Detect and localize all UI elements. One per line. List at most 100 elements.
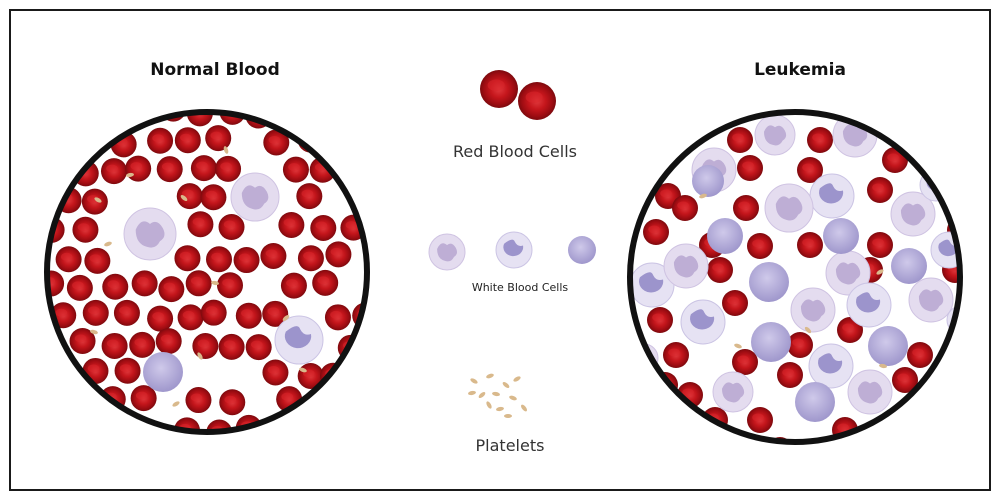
platelet <box>734 343 742 349</box>
red-blood-cell <box>663 342 689 368</box>
red-blood-cell <box>643 219 669 245</box>
red-blood-cell <box>672 195 698 221</box>
red-blood-cell <box>200 299 227 326</box>
red-blood-cell <box>480 70 518 108</box>
white-blood-cell <box>143 352 183 392</box>
platelet <box>282 315 290 321</box>
platelet <box>211 280 219 286</box>
red-blood-cell <box>296 183 323 210</box>
red-blood-cell <box>282 156 309 183</box>
red-blood-cell <box>235 302 262 329</box>
white-blood-cell <box>764 183 814 233</box>
red-blood-cell <box>262 300 289 327</box>
platelet <box>879 363 887 369</box>
red-blood-cell <box>205 125 232 152</box>
white-blood-cell <box>823 218 859 254</box>
platelet <box>513 376 521 382</box>
red-blood-cell <box>131 270 158 297</box>
platelet <box>699 193 707 199</box>
red-blood-cell <box>233 247 260 274</box>
platelet <box>172 401 180 407</box>
platelets-label: Platelets <box>475 436 545 455</box>
platelet <box>126 172 134 178</box>
red-blood-cell <box>219 389 246 416</box>
red-blood-cell <box>114 357 141 384</box>
platelet <box>521 404 527 412</box>
red-blood-cell <box>312 269 339 296</box>
white-blood-cell <box>808 343 854 389</box>
platelet <box>804 326 812 334</box>
red-blood-cell <box>101 332 128 359</box>
red-blood-cell <box>892 367 918 393</box>
platelet <box>94 197 102 203</box>
red-blood-cell <box>100 158 127 185</box>
red-blood-cell <box>217 272 244 299</box>
white-blood-cell <box>568 236 596 264</box>
red-blood-cell <box>72 216 99 243</box>
white-blood-cell <box>274 315 324 365</box>
white-blood-cell <box>707 218 743 254</box>
white-blood-cell <box>891 248 927 284</box>
white-blood-cell <box>847 369 893 415</box>
white-blood-cell <box>712 371 754 413</box>
red-blood-cell <box>733 195 759 221</box>
red-blood-cell <box>84 247 111 274</box>
red-blood-cell <box>102 273 129 300</box>
white-blood-cell <box>795 382 835 422</box>
red-blood-cell <box>280 272 307 299</box>
normal-blood-title: Normal Blood <box>150 60 280 80</box>
red-blood-cell <box>797 157 823 183</box>
platelet-icon <box>468 373 527 418</box>
red-blood-cell <box>747 407 773 433</box>
platelet <box>876 269 884 275</box>
white-blood-cell <box>751 322 791 362</box>
red-blood-cell <box>807 127 833 153</box>
red-blood-cell <box>737 155 763 181</box>
platelet <box>180 195 188 201</box>
red-blood-cell <box>218 214 245 241</box>
red-blood-cell <box>310 214 337 241</box>
red-blood-cell <box>206 246 233 273</box>
white-blood-cell <box>692 165 724 197</box>
red-blood-cell <box>245 334 272 361</box>
red-blood-cells-label: Red Blood Cells <box>453 142 577 161</box>
platelet <box>90 329 98 335</box>
red-blood-cell <box>732 349 758 375</box>
red-blood-cell <box>518 82 556 120</box>
platelet <box>486 373 494 379</box>
red-blood-cell <box>324 304 351 331</box>
red-blood-cell <box>129 331 156 358</box>
white-blood-cell <box>680 299 726 345</box>
platelet <box>478 392 486 398</box>
red-blood-cell <box>66 274 93 301</box>
platelet <box>504 414 512 418</box>
red-blood-cell <box>727 127 753 153</box>
red-blood-cell <box>55 246 82 273</box>
red-blood-cell <box>174 127 201 154</box>
red-blood-cell <box>82 299 109 326</box>
red-blood-cell <box>176 183 203 210</box>
white-blood-cell <box>749 262 789 302</box>
platelet <box>468 390 476 396</box>
red-blood-cell <box>647 307 673 333</box>
platelet <box>197 352 203 360</box>
white-blood-cell <box>868 326 908 366</box>
platelet <box>492 391 500 397</box>
red-blood-cell <box>722 290 748 316</box>
platelet <box>223 146 229 154</box>
red-blood-cell <box>297 245 324 272</box>
red-blood-cell <box>260 242 287 269</box>
red-blood-cell <box>907 342 933 368</box>
red-blood-cell <box>155 328 182 355</box>
red-blood-cell <box>797 232 823 258</box>
red-blood-cell <box>867 177 893 203</box>
platelet <box>496 406 504 412</box>
white-blood-cells-label: White Blood Cells <box>471 281 569 294</box>
white-blood-cell <box>809 173 855 219</box>
platelet <box>486 401 492 409</box>
red-blood-cell <box>787 332 813 358</box>
normal-blood-circle-outline <box>44 109 370 435</box>
